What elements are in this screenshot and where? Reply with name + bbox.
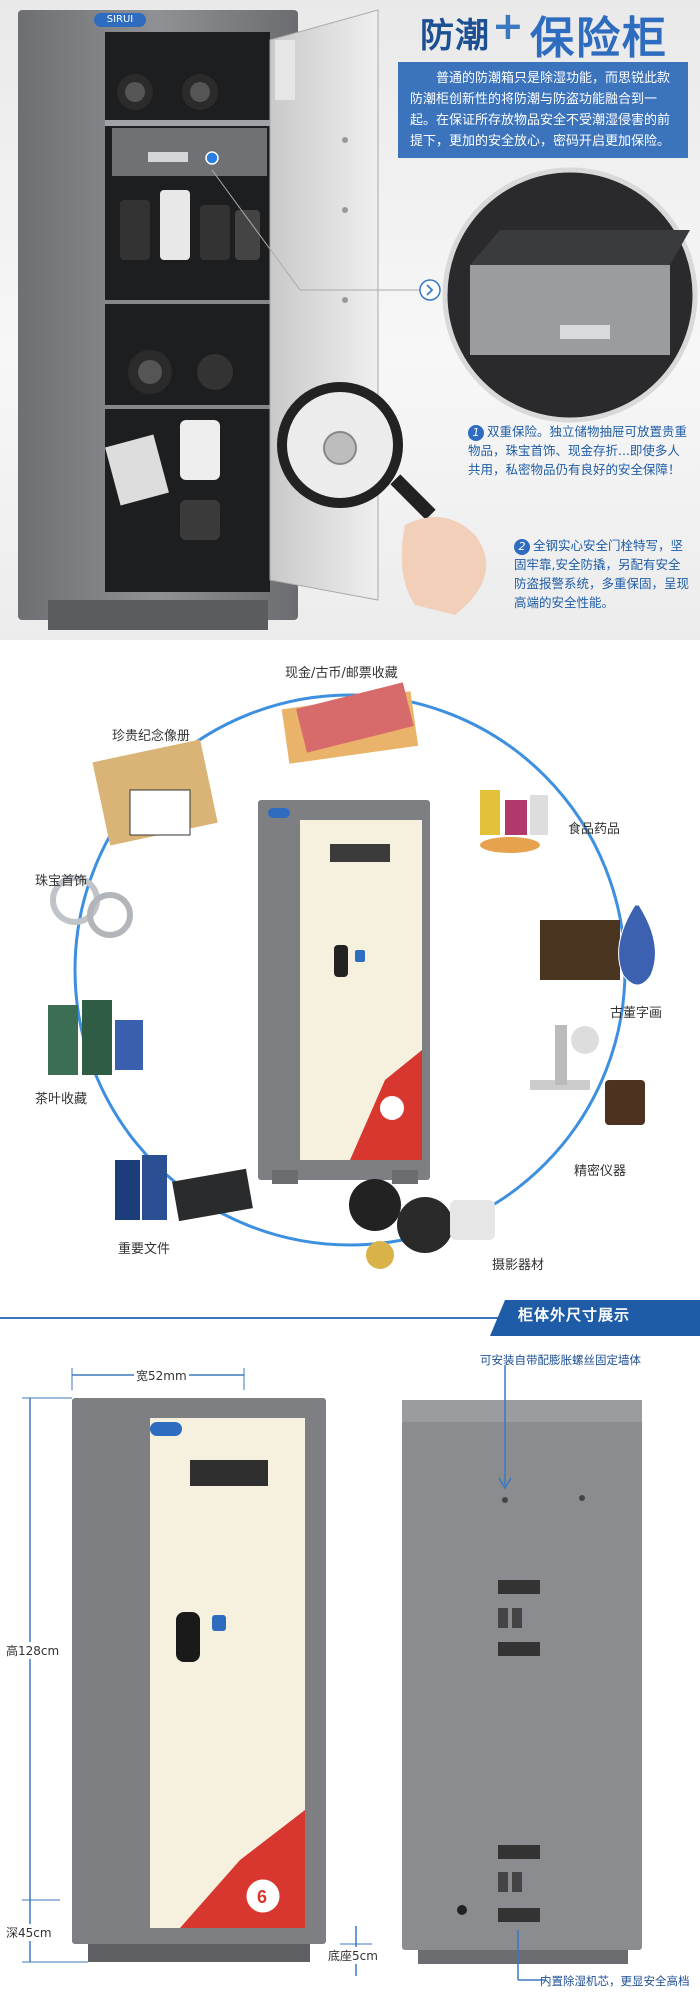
intro-text: 普通的防潮箱只是除湿功能，而思锐此款防潮柜创新性的将防潮与防盗功能融合到一起。在…: [398, 62, 688, 158]
wall-mount-note: 可安装自带配膨胀螺丝固定墙体: [480, 1353, 641, 1367]
title-plus: +: [492, 4, 524, 48]
label-food-medicine: 食品药品: [568, 822, 621, 837]
banknotes-icon: [281, 682, 419, 764]
title-moisture-proof: 防潮: [420, 16, 490, 56]
base-label: 底座5cm: [326, 1947, 380, 1964]
dimensions-section: 6 柜体外尺寸展示 宽52mm 高128cm 深45cm 底座5cm 可安装自带…: [0, 1290, 700, 2000]
label-tea-collection: 茶叶收藏: [35, 1092, 88, 1107]
dimension-diagram: 6: [0, 1300, 700, 1981]
height-label: 高128cm: [4, 1642, 62, 1659]
label-photography-equipment: 摄影器材: [492, 1258, 545, 1273]
feature-text: 双重保险。独立储物抽屉可放置贵重物品，珠宝首饰、现金存折...即使多人共用，私密…: [468, 424, 688, 477]
svg-text:6: 6: [257, 1887, 267, 1907]
feature-number: 2: [514, 539, 530, 555]
title-safe: 保险柜: [530, 13, 668, 64]
feature-number: 1: [468, 425, 484, 441]
brand-logo: SIRUI: [94, 13, 146, 27]
label-precision-instruments: 精密仪器: [574, 1164, 627, 1179]
label-important-documents: 重要文件: [118, 1242, 171, 1257]
label-photo-album: 珍贵纪念像册: [112, 729, 191, 744]
medicine-bottles-icon: [480, 790, 548, 853]
tea-canisters-icon: [48, 1000, 143, 1075]
rings-icon: [50, 875, 133, 938]
camera-lenses-icon: [349, 1179, 495, 1269]
folders-icon: [115, 1155, 253, 1222]
label-jewelry: 珠宝首饰: [35, 874, 88, 889]
label-cash-coins-stamps: 现金/古币/邮票收藏: [285, 666, 398, 681]
porcelain-vase-icon: [540, 904, 656, 986]
hero-section: SIRUI 防潮 + 保险柜 普通的防潮箱只是除湿功能，而思锐此款防潮柜创新性的…: [0, 0, 700, 640]
storage-uses-section: 6 现金/古币/邮票收藏 珍贵纪念像册 食品药品 珠宝首饰 古董字画 茶叶收藏 …: [0, 640, 700, 1290]
label-antique-calligraphy: 古董字画: [610, 1006, 663, 1021]
feature-text: 全钢实心安全门栓特写，坚固牢靠,安全防撬，另配有安全防盗报警系统，多重保固，呈现…: [514, 538, 690, 610]
microscope-icon: [530, 1025, 645, 1125]
width-label: 宽52mm: [134, 1367, 189, 1384]
storage-circle-illustration: [48, 682, 656, 1269]
warranty-badge: 6: [394, 1117, 404, 1132]
depth-label: 深45cm: [4, 1924, 54, 1941]
dehumidifier-core-note: 内置除湿机芯，更显安全高档: [540, 1974, 690, 1988]
photo-album-icon: [92, 739, 218, 846]
open-cabinet-illustration: [18, 9, 698, 630]
section-title: 柜体外尺寸展示: [518, 1306, 631, 1324]
